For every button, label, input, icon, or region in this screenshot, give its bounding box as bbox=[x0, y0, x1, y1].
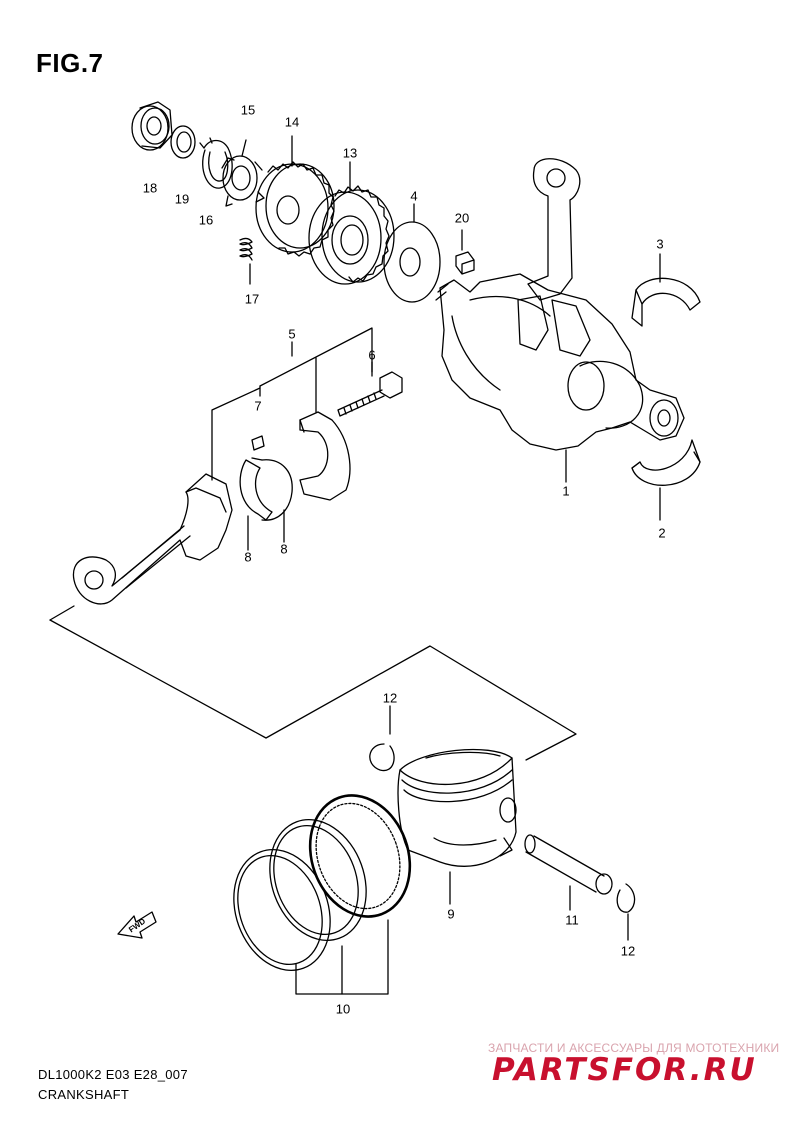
callout-10: 10 bbox=[335, 1001, 351, 1017]
callout-14: 14 bbox=[284, 114, 300, 130]
callout-6: 6 bbox=[368, 347, 376, 363]
callout-8a: 8 bbox=[244, 549, 252, 565]
callout-2: 2 bbox=[658, 525, 666, 541]
callout-3: 3 bbox=[656, 236, 664, 252]
diagram-code: DL1000K2 E03 E28_007 bbox=[38, 1067, 188, 1082]
part-13-primary-gear bbox=[308, 161, 395, 285]
callout-4: 4 bbox=[410, 188, 418, 204]
callout-20: 20 bbox=[454, 210, 470, 226]
part-12-circlip-a bbox=[369, 705, 395, 772]
part-8-bearings bbox=[239, 457, 293, 551]
fwd-arrow bbox=[117, 911, 157, 939]
watermark-tagline: ЗАПЧАСТИ И АКСЕССУАРЫ ДЛЯ МОТОТЕХНИКИ bbox=[488, 1041, 780, 1055]
callout-9: 9 bbox=[447, 906, 455, 922]
callout-16: 16 bbox=[198, 212, 214, 228]
callout-5: 5 bbox=[288, 326, 296, 342]
part-20-key bbox=[455, 229, 475, 275]
part-7-pin bbox=[251, 435, 265, 451]
part-4-washer bbox=[383, 203, 441, 303]
con-rod-cap bbox=[299, 411, 351, 501]
part-9-piston bbox=[397, 748, 517, 905]
part-11-piston-pin bbox=[524, 834, 613, 911]
callout-12b: 12 bbox=[620, 943, 636, 959]
watermark-logo: PARTSFOR.RU bbox=[492, 1052, 757, 1088]
callout-18: 18 bbox=[142, 180, 158, 196]
callout-15: 15 bbox=[240, 102, 256, 118]
part-10-piston-rings bbox=[233, 794, 412, 995]
part-15-lock-washer bbox=[221, 139, 265, 207]
diagram-caption: CRANKSHAFT bbox=[38, 1087, 130, 1102]
callout-13: 13 bbox=[342, 145, 358, 161]
part-18-nut bbox=[131, 101, 173, 151]
part-19-washer bbox=[170, 125, 196, 159]
callout-8b: 8 bbox=[280, 541, 288, 557]
part-1-crankshaft bbox=[435, 158, 685, 483]
callout-12a: 12 bbox=[382, 690, 398, 706]
connecting-rod bbox=[72, 473, 233, 605]
part-6-bolt bbox=[337, 361, 403, 417]
callout-7: 7 bbox=[254, 398, 262, 414]
figure-title: FIG.7 bbox=[36, 48, 104, 78]
part-12-circlip-b bbox=[616, 883, 636, 941]
part-3-bearing-upper bbox=[631, 253, 701, 327]
callout-19: 19 bbox=[174, 191, 190, 207]
callout-17: 17 bbox=[244, 291, 260, 307]
callout-11: 11 bbox=[565, 912, 579, 928]
part-14-gear bbox=[255, 135, 335, 257]
part-17-spring bbox=[239, 237, 253, 285]
piston-assembly-bracket bbox=[49, 605, 577, 761]
part-2-bearing-lower bbox=[631, 439, 701, 521]
bracket-5 bbox=[211, 327, 373, 481]
callout-1: 1 bbox=[562, 483, 570, 499]
